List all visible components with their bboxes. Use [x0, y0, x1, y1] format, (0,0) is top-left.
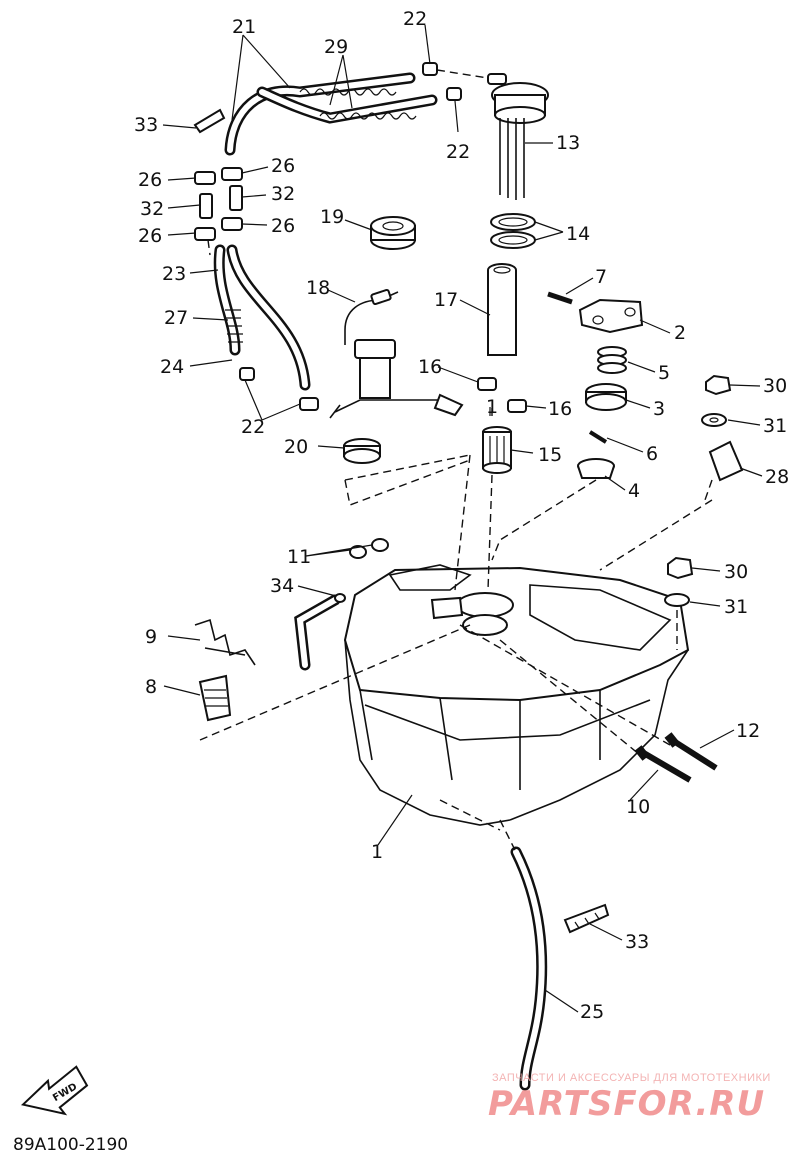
callout-16a: 16 — [418, 356, 442, 378]
grommet-20 — [343, 438, 381, 464]
callout-labels: 21 22 29 33 13 22 26 26 32 32 26 26 19 1… — [134, 8, 789, 1023]
clip-22-top — [422, 62, 489, 101]
callout-3: 3 — [653, 398, 665, 420]
callout-26d: 26 — [271, 215, 295, 237]
washer-31-side — [664, 593, 690, 607]
washer-31-top — [701, 413, 727, 427]
clip-11 — [349, 538, 389, 559]
callout-10: 10 — [626, 796, 650, 818]
tie-33-top — [193, 108, 226, 134]
watermark-tagline: ЗАПЧАСТИ И АКСЕССУАРЫ ДЛЯ МОТОТЕХНИКИ — [492, 1072, 771, 1084]
pin-6 — [588, 430, 608, 444]
gasket-14 — [490, 213, 536, 249]
tie-33-bottom — [563, 903, 610, 934]
fuel-tank-1 — [343, 564, 690, 826]
nut-30-top — [705, 374, 732, 396]
callout-22b: 22 — [446, 141, 470, 163]
callout-30a: 30 — [763, 375, 787, 397]
hose-23-27-24 — [213, 244, 319, 411]
fittings-26-32 — [194, 167, 243, 241]
assembly-lines — [199, 239, 713, 851]
callout-16b: 16 — [548, 398, 572, 420]
callout-23: 23 — [162, 263, 186, 285]
callout-33b: 33 — [625, 931, 649, 953]
hose-25 — [510, 846, 548, 1091]
callout-1b: 1 — [371, 841, 383, 863]
damper-28 — [704, 440, 744, 501]
cap-3 — [585, 383, 627, 411]
callout-2: 2 — [674, 322, 686, 344]
callout-6: 6 — [646, 443, 658, 465]
callout-26b: 26 — [271, 155, 295, 177]
callout-20: 20 — [284, 436, 308, 458]
drawing-code: 89A100-2190 — [13, 1135, 128, 1155]
callout-27: 27 — [164, 307, 188, 329]
callout-17: 17 — [434, 289, 458, 311]
bolt-12 — [664, 732, 718, 771]
callout-28: 28 — [765, 466, 789, 488]
callout-4: 4 — [628, 480, 640, 502]
callout-7: 7 — [595, 266, 607, 288]
callout-34: 34 — [270, 575, 294, 597]
hose-34 — [294, 593, 346, 671]
callout-1a: 1 — [486, 396, 498, 418]
callout-31a: 31 — [763, 415, 787, 437]
callout-12: 12 — [736, 720, 760, 742]
callout-22c: 22 — [241, 416, 265, 438]
clip-9 — [194, 618, 256, 666]
grommet-4 — [577, 458, 615, 479]
bracket-2 — [578, 298, 644, 334]
callout-15: 15 — [538, 444, 562, 466]
callout-33a: 33 — [134, 114, 158, 136]
callout-11: 11 — [287, 546, 311, 568]
callout-32a: 32 — [140, 198, 164, 220]
forward-arrow-icon: FWD — [20, 1065, 89, 1116]
nut-30-side — [667, 556, 694, 580]
grommet-19 — [370, 216, 416, 250]
callout-18: 18 — [306, 277, 330, 299]
pin-7 — [547, 291, 573, 305]
callout-31b: 31 — [724, 596, 748, 618]
watermark-brand: PARTSFOR.RU — [488, 1084, 765, 1124]
clip-16 — [477, 377, 527, 413]
callout-5: 5 — [658, 362, 670, 384]
callout-25: 25 — [580, 1001, 604, 1023]
callout-24: 24 — [160, 356, 184, 378]
fuel-sender-13 — [487, 73, 549, 200]
filter-15 — [482, 426, 512, 474]
damper-8 — [198, 674, 232, 722]
tube-17 — [487, 263, 517, 356]
callout-13: 13 — [556, 132, 580, 154]
callout-19: 19 — [320, 206, 344, 228]
leader-lines — [162, 24, 763, 1013]
watermark-logo: ЗАПЧАСТИ И АКСЕССУАРЫ ДЛЯ МОТОТЕХНИКИ PA… — [488, 1072, 771, 1124]
hose-21-29-group — [224, 72, 438, 156]
callout-8: 8 — [145, 676, 157, 698]
callout-29: 29 — [324, 36, 348, 58]
callout-14: 14 — [566, 223, 590, 245]
callout-26a: 26 — [138, 169, 162, 191]
callout-9: 9 — [145, 626, 157, 648]
callout-21: 21 — [232, 16, 256, 38]
bolt-10 — [634, 745, 692, 783]
pump-18 — [329, 288, 464, 419]
callout-30b: 30 — [724, 561, 748, 583]
callout-26c: 26 — [138, 225, 162, 247]
callout-22a: 22 — [403, 8, 427, 30]
callout-32b: 32 — [271, 183, 295, 205]
spring-5 — [597, 346, 627, 374]
